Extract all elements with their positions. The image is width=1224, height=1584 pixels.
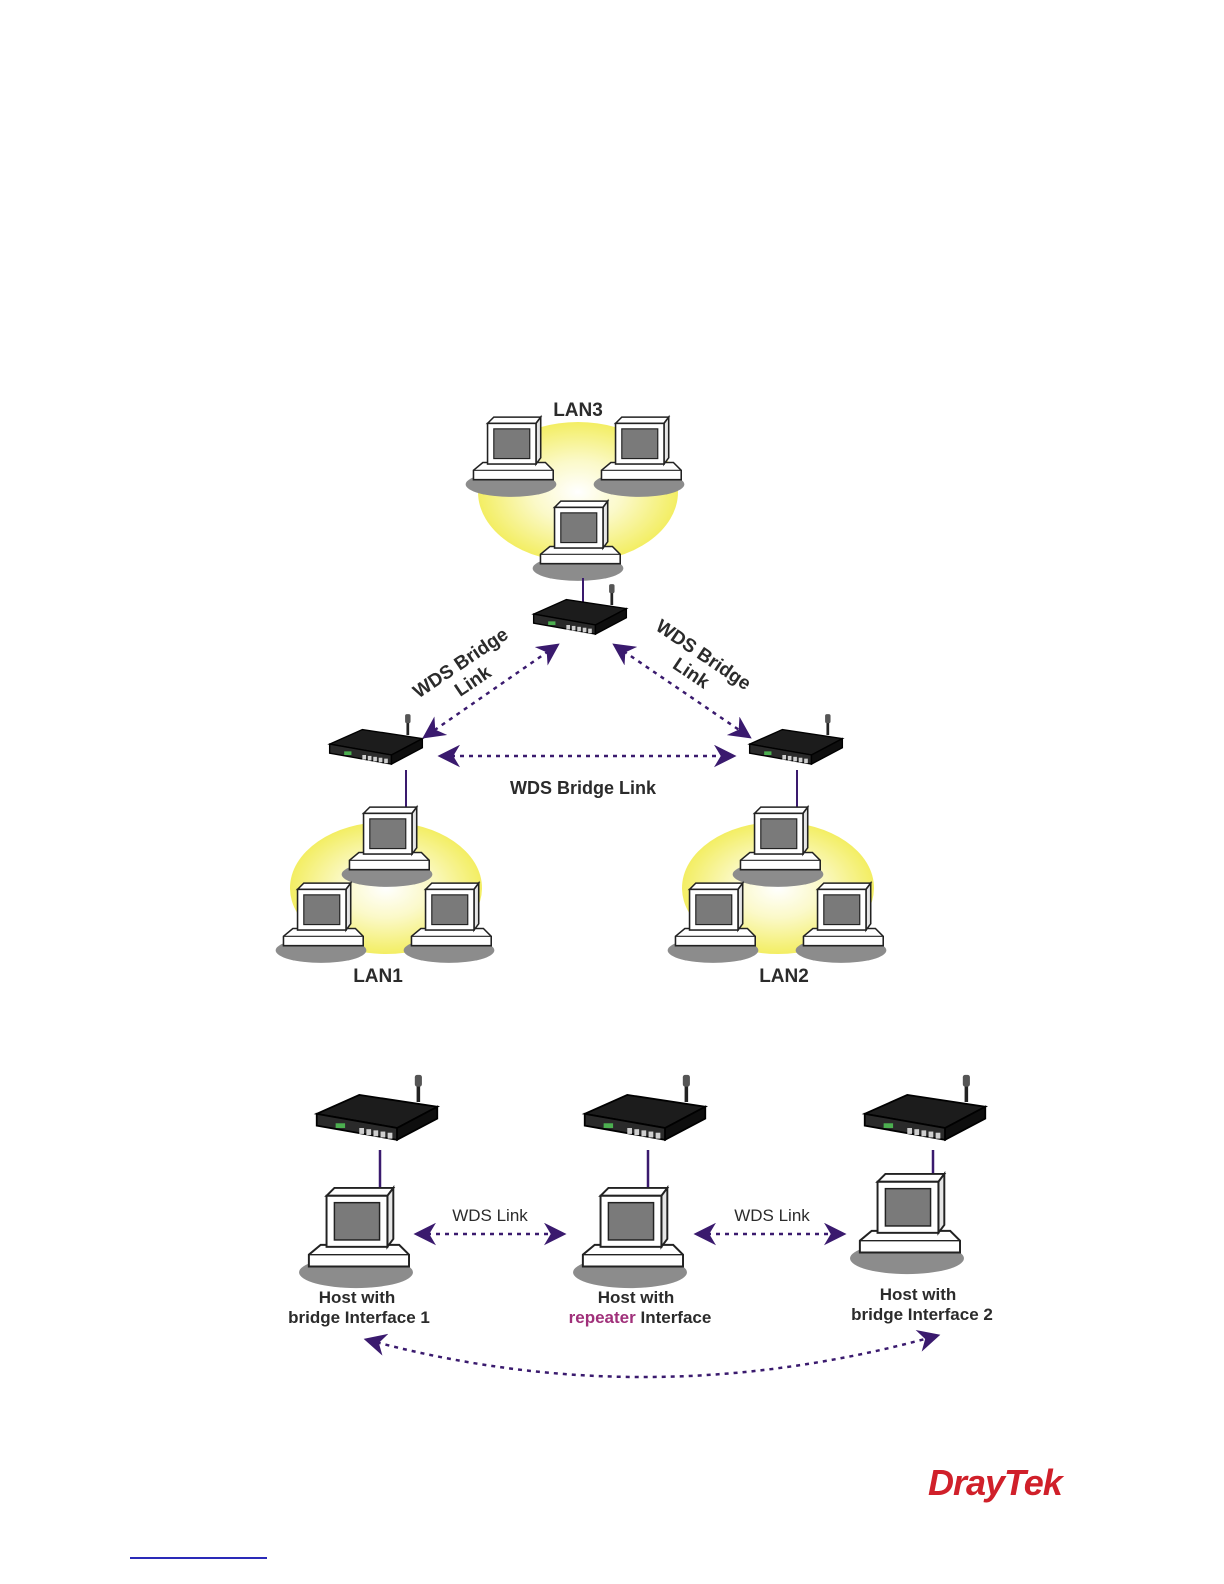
host2-label-line1: Host with <box>598 1288 675 1307</box>
router-host2 <box>585 1075 706 1140</box>
host2-computer <box>573 1188 687 1288</box>
lan2-label: LAN2 <box>759 966 809 987</box>
wds-bridge-arrow-left <box>426 646 556 736</box>
host2-label-rest: Interface <box>636 1308 712 1327</box>
host2-label-line2: repeater Interface <box>569 1308 712 1327</box>
draytek-logo: DrayTek <box>928 1462 1062 1504</box>
host1-computer <box>299 1188 413 1288</box>
router-host3 <box>865 1075 986 1140</box>
router-top <box>534 584 627 634</box>
wds-link-arrow-curved <box>368 1336 936 1377</box>
bottom-link-label: WDS Bridge Link <box>510 778 657 798</box>
footer-rule <box>130 1557 267 1559</box>
right-wds-link-label: WDS Link <box>734 1206 810 1225</box>
router-right <box>750 714 843 764</box>
router-left <box>330 714 423 764</box>
host2-label-repeater: repeater <box>569 1308 636 1327</box>
right-link-label: WDS Bridge Link <box>639 616 754 713</box>
host1-label-line2: bridge Interface 1 <box>288 1308 430 1327</box>
left-wds-link-label: WDS Link <box>452 1206 528 1225</box>
host1-label-line1: Host with <box>319 1288 396 1307</box>
lan3-label: LAN3 <box>553 400 603 421</box>
left-link-label: WDS Bridge Link <box>410 624 525 721</box>
router-host1 <box>317 1075 438 1140</box>
host3-computer <box>850 1174 964 1274</box>
host3-label-line1: Host with <box>880 1285 957 1304</box>
lan1-label: LAN1 <box>353 966 403 987</box>
host3-label-line2: bridge Interface 2 <box>851 1305 993 1324</box>
